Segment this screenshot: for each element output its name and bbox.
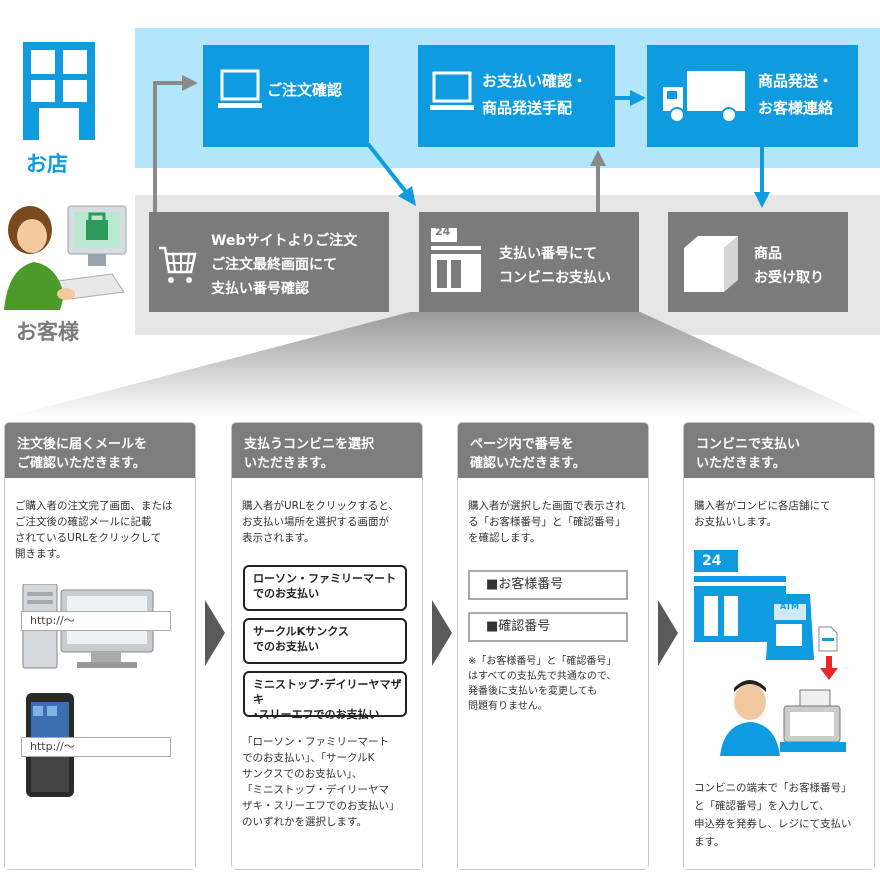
down-arrow-icon <box>820 656 838 680</box>
shipping-line-1: 商品発送・ <box>758 72 834 90</box>
customer-label: お客様 <box>16 320 79 344</box>
shop-icon <box>23 42 95 140</box>
package-box-icon <box>684 236 738 292</box>
step-card-3: ページ内で番号を 確認いただきます。 購入者が選択した画面で表示され る「お客様… <box>457 422 649 870</box>
option-lawson-familymart[interactable]: ローソン・ファミリーマート でのお支払い <box>243 565 407 611</box>
monitor-icon <box>218 69 262 108</box>
step-4-body: 購入者がコンビに各店舗にて お支払いします。 24 ATM <box>684 478 874 869</box>
customer-at-computer-icon <box>4 205 127 310</box>
receive-box: 商品 お受け取り <box>668 212 848 312</box>
receipt-slip-icon <box>818 626 838 652</box>
monitor-icon <box>430 71 474 110</box>
convenience-store-icon <box>431 228 481 292</box>
receive-line-2: お受け取り <box>754 270 824 286</box>
confirmation-number-field: ■確認番号 <box>468 612 628 642</box>
web-order-line-2: ご注文最終画面にて <box>211 257 337 273</box>
option-ministop-daily-threef[interactable]: ミニストップ･デイリーヤマザキ ･スリーエフでのお支払い <box>243 671 407 721</box>
option-circlek-sunkus[interactable]: サークルKサンクス でのお支払い <box>243 618 407 664</box>
truck-icon <box>663 71 745 123</box>
step-card-2: 支払うコンビニを選択 いただきます。 購入者がURLをクリックすると、 お支払い… <box>231 422 423 870</box>
next-step-chevron-2 <box>432 600 452 666</box>
store-pay-line-2: コンビニお支払い <box>499 270 611 286</box>
receive-line-1: 商品 <box>754 246 782 262</box>
step-card-4: コンビニで支払い いただきます。 購入者がコンビに各店舗にて お支払いします。 … <box>683 422 875 870</box>
shipping-line-2: お客様連絡 <box>758 99 834 117</box>
step-3-title: ページ内で番号を 確認いただきます。 <box>458 423 648 478</box>
atm-label: ATM <box>780 602 799 611</box>
store-badge-number: 24 <box>702 553 722 569</box>
shipping-box: 商品発送・ お客様連絡 <box>647 45 858 147</box>
payment-confirm-box: お支払い確認・ 商品発送手配 <box>418 45 615 147</box>
url-field-desktop: http://～ <box>21 611 171 631</box>
payment-confirm-line-2: 商品発送手配 <box>482 99 573 117</box>
step-3-body: 購入者が選択した画面で表示され る「お客様番号」と「確認番号」 を確認します。 … <box>458 478 648 869</box>
next-step-chevron-3 <box>658 600 678 666</box>
customer-number-field: ■お客様番号 <box>468 570 628 600</box>
payment-confirm-line-1: お支払い確認・ <box>482 72 588 90</box>
order-confirm-label: ご注文確認 <box>267 81 343 99</box>
flow-arrows <box>4 75 872 418</box>
step-2-title: 支払うコンビニを選択 いただきます。 <box>232 423 422 478</box>
step-2-body: 購入者がURLをクリックすると、 お支払い場所を選択する画面が 表示されます。 … <box>232 478 422 869</box>
step-1-body: ご購入者の注文完了画面、または ご注文後の確認メールに記載 されているURLをク… <box>5 478 195 869</box>
store-pay-line-1: 支払い番号にて <box>499 246 597 262</box>
web-order-box: Webサイトよりご注文 ご注文最終画面にて 支払い番号確認 <box>149 212 389 312</box>
web-order-line-3: 支払い番号確認 <box>211 281 309 297</box>
atm-machine-icon <box>766 594 814 660</box>
order-confirm-box: ご注文確認 <box>203 45 369 147</box>
web-order-line-1: Webサイトよりご注文 <box>211 233 358 249</box>
cashier-with-register-icon <box>720 680 846 756</box>
step-4-title: コンビニで支払い いただきます。 <box>684 423 874 478</box>
store-badge-number: 24 <box>435 225 451 238</box>
next-step-chevron-1 <box>205 600 225 666</box>
step-card-1: 注文後に届くメールを ご確認いただきます。 ご購入者の注文完了画面、または ご注… <box>4 422 196 870</box>
shop-label: お店 <box>26 152 68 176</box>
url-field-mobile: http://～ <box>21 737 171 757</box>
cart-icon <box>159 246 197 283</box>
step-1-title: 注文後に届くメールを ご確認いただきます。 <box>5 423 195 478</box>
store-pay-box: 24 支払い番号にて コンビニお支払い <box>419 212 639 312</box>
